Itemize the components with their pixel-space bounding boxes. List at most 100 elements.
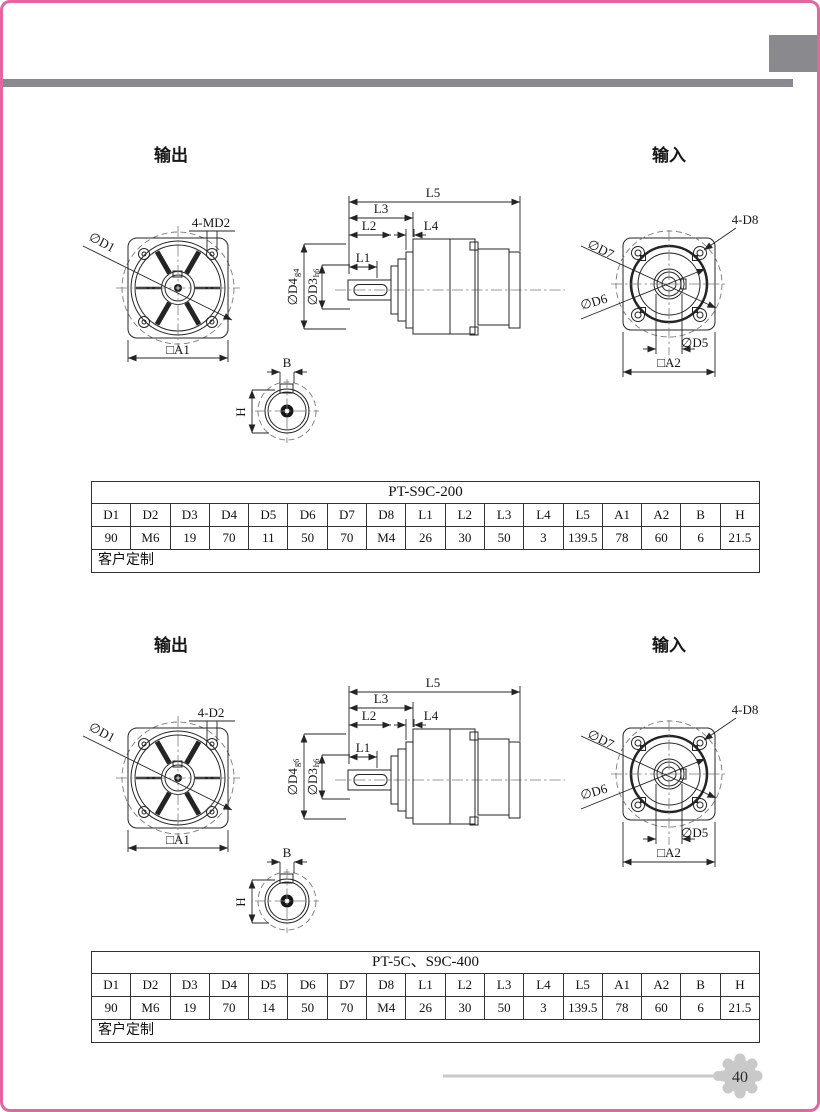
table-cell: B (681, 974, 721, 996)
output-label: 输出 (154, 635, 188, 655)
table-cell: 11 (249, 527, 289, 549)
dim-d5-label: ∅D5 (681, 335, 708, 350)
table-cell: L3 (485, 974, 525, 996)
dim-l4-label: L4 (424, 708, 439, 723)
dim-d4-label: ∅D4g6 (285, 759, 301, 796)
drawing-linework (82, 196, 737, 443)
table-cell: D3 (171, 504, 210, 526)
dim-h-label: H (233, 407, 248, 416)
table-cell: 139.5 (564, 997, 603, 1019)
table-cell: 30 (446, 527, 485, 549)
table-cell: 6 (681, 527, 721, 549)
dim-b-label: B (283, 355, 292, 370)
input-label: 输入 (652, 145, 686, 165)
table-cell: M6 (131, 997, 171, 1019)
front-holes-label: 4-MD2 (192, 215, 230, 230)
back-holes-label: 4-D8 (732, 212, 759, 227)
dim-b-label: B (283, 845, 292, 860)
page-number: 40 (732, 1069, 748, 1086)
table-cell: 6 (681, 997, 721, 1019)
dim-l5-label: L5 (426, 675, 440, 690)
table-cell: 3 (524, 527, 564, 549)
table-cell: M4 (367, 527, 407, 549)
table-cell: L5 (564, 504, 603, 526)
table-cell: H (735, 507, 745, 522)
table-title: PT-S9C-200 (92, 482, 759, 504)
dim-a2-label: □A2 (657, 845, 681, 860)
dim-d7-label: ∅D7 (585, 726, 616, 752)
page-number-badge: 40 (443, 1053, 763, 1099)
table-cell: L2 (446, 504, 485, 526)
table-cell: 19 (171, 997, 210, 1019)
table-cell: L3 (485, 504, 525, 526)
output-label: 输出 (154, 145, 188, 165)
header-accent-square (769, 35, 817, 72)
output-front-view (82, 226, 240, 362)
technical-drawings: 输出 输入 4-MD2 ∅D1 □A1 L5 L3 L2 L4 L1 ∅D4g4… (3, 145, 763, 1099)
dim-d4-label: ∅D4g4 (285, 268, 301, 305)
table-cell: D5 (249, 504, 289, 526)
table-footer: 客户定制 (98, 553, 154, 568)
table-cell: 70 (210, 527, 250, 549)
input-label: 输入 (652, 635, 686, 655)
table-cell: D2 (131, 504, 171, 526)
dim-l4-label: L4 (424, 218, 439, 233)
table-cell: 78 (603, 997, 643, 1019)
table-cell: 21.5 (728, 1000, 752, 1015)
table-cell: D4 (210, 974, 250, 996)
input-back-view (580, 227, 737, 377)
dim-d3-label: ∅D3h6 (305, 269, 321, 306)
dim-a1-label: □A1 (166, 832, 190, 847)
back-holes-label: 4-D8 (732, 702, 759, 717)
table-cell: D2 (131, 974, 171, 996)
table-cell: D7 (328, 974, 368, 996)
dim-d1-label: ∅D1 (87, 229, 118, 255)
table-cell: L4 (524, 974, 564, 996)
table-cell: L2 (446, 974, 485, 996)
table-cell: 30 (446, 997, 485, 1019)
shaft-section-view (248, 368, 319, 443)
table-cell: A2 (642, 974, 682, 996)
table-cell: 50 (288, 527, 328, 549)
dim-d5-label: ∅D5 (681, 825, 708, 840)
front-holes-label: 4-D2 (198, 705, 225, 720)
dim-l2-label: L2 (362, 708, 376, 723)
table-cell: A2 (642, 504, 682, 526)
table-cell: L4 (524, 504, 564, 526)
table-cell: 90 (92, 527, 132, 549)
table-cell: A1 (603, 504, 643, 526)
dim-l3-label: L3 (374, 201, 388, 216)
table-cell: A1 (603, 974, 643, 996)
dim-l5-label: L5 (426, 185, 440, 200)
dim-l3-label: L3 (374, 691, 388, 706)
table-cell: L5 (564, 974, 603, 996)
drawing-section-2-labels: 输出 输入 4-D2 ∅D1 □A1 L5 L3 L2 L4 L1 ∅D4g6 … (87, 635, 759, 907)
dim-d1-label: ∅D1 (87, 719, 118, 745)
drawing-section-1-labels: 输出 输入 4-MD2 ∅D1 □A1 L5 L3 L2 L4 L1 ∅D4g4… (87, 145, 759, 417)
table-cell: D1 (92, 974, 132, 996)
table-cell: D4 (210, 504, 250, 526)
table-cell: 70 (210, 997, 250, 1019)
table-cell: D6 (288, 504, 328, 526)
table-cell: B (681, 504, 721, 526)
table-cell: 50 (485, 527, 525, 549)
table-cell: D8 (367, 504, 407, 526)
table-title: PT-5C、S9C-400 (92, 952, 759, 974)
table-cell: 21.5 (728, 530, 752, 545)
table-cell: 78 (603, 527, 643, 549)
dim-a2-label: □A2 (657, 355, 681, 370)
table-cell: M6 (131, 527, 171, 549)
table-cell: D3 (171, 974, 210, 996)
table-cell: 50 (288, 997, 328, 1019)
gear-icon (717, 1053, 763, 1099)
table-cell: D5 (249, 974, 289, 996)
table-cell: H (735, 977, 745, 992)
table-cell: 19 (171, 527, 210, 549)
dim-h-label: H (233, 897, 248, 906)
drawing-linework-copy (83, 686, 736, 933)
